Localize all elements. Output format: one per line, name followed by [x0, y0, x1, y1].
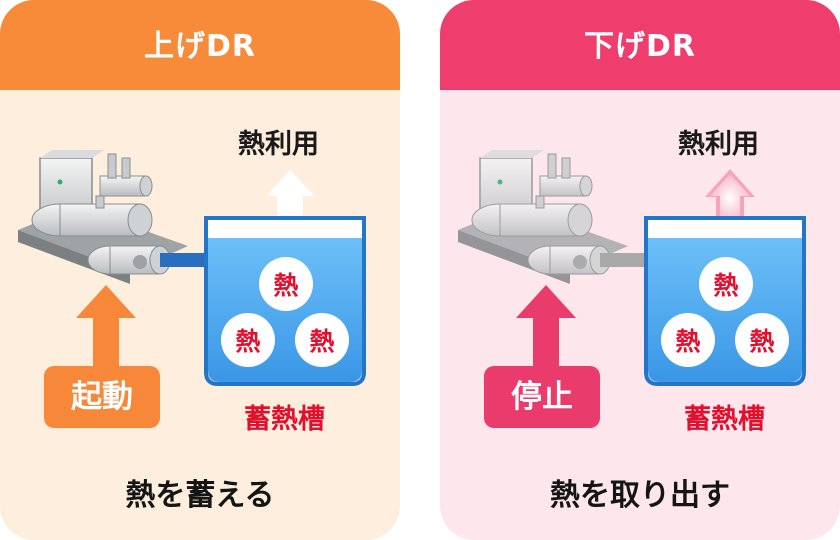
heat-bubble: 熱	[221, 313, 275, 367]
heat-use-arrow-icon	[267, 170, 314, 223]
supply-pipe	[600, 253, 650, 267]
heat-bubble: 熱	[661, 313, 715, 367]
startup-arrow-icon	[76, 285, 136, 378]
svg-text:熱: 熱	[235, 327, 260, 356]
heat-use-label: 熱利用	[238, 129, 319, 160]
store-heat-caption: 熱を蓄える	[125, 478, 275, 513]
downward-dr-panel: 下げDR	[440, 0, 840, 540]
svg-text:熱: 熱	[713, 271, 738, 300]
heat-storage-tank-label: 蓄熱槽	[684, 404, 765, 435]
downward-dr-title: 下げDR	[440, 0, 840, 90]
upward-dr-scene: 熱 熱 熱	[18, 150, 366, 386]
heat-bubble: 熱	[699, 257, 753, 311]
chiller-machine-icon	[18, 150, 188, 284]
heat-storage-tank-label: 蓄熱槽	[244, 404, 325, 435]
upward-dr-title: 上げDR	[0, 0, 400, 90]
startup-badge: 起動	[44, 366, 160, 428]
heat-bubble: 熱	[295, 313, 349, 367]
svg-text:熱: 熱	[675, 327, 700, 356]
heat-bubble: 熱	[735, 313, 789, 367]
upward-dr-panel: 上げDR	[0, 0, 400, 540]
stop-arrow-icon	[516, 285, 576, 378]
downward-dr-scene: 熱 熱 熱	[458, 150, 806, 386]
svg-text:熱: 熱	[309, 327, 334, 356]
chiller-machine-icon	[458, 150, 628, 284]
heat-bubble: 熱	[259, 257, 313, 311]
extract-heat-caption: 熱を取り出す	[550, 478, 730, 513]
heat-use-arrow-icon	[705, 169, 755, 224]
svg-text:熱: 熱	[749, 327, 774, 356]
supply-pipe	[160, 253, 210, 267]
stop-badge: 停止	[484, 366, 600, 428]
heat-use-label: 熱利用	[678, 129, 759, 160]
svg-text:熱: 熱	[273, 271, 298, 300]
